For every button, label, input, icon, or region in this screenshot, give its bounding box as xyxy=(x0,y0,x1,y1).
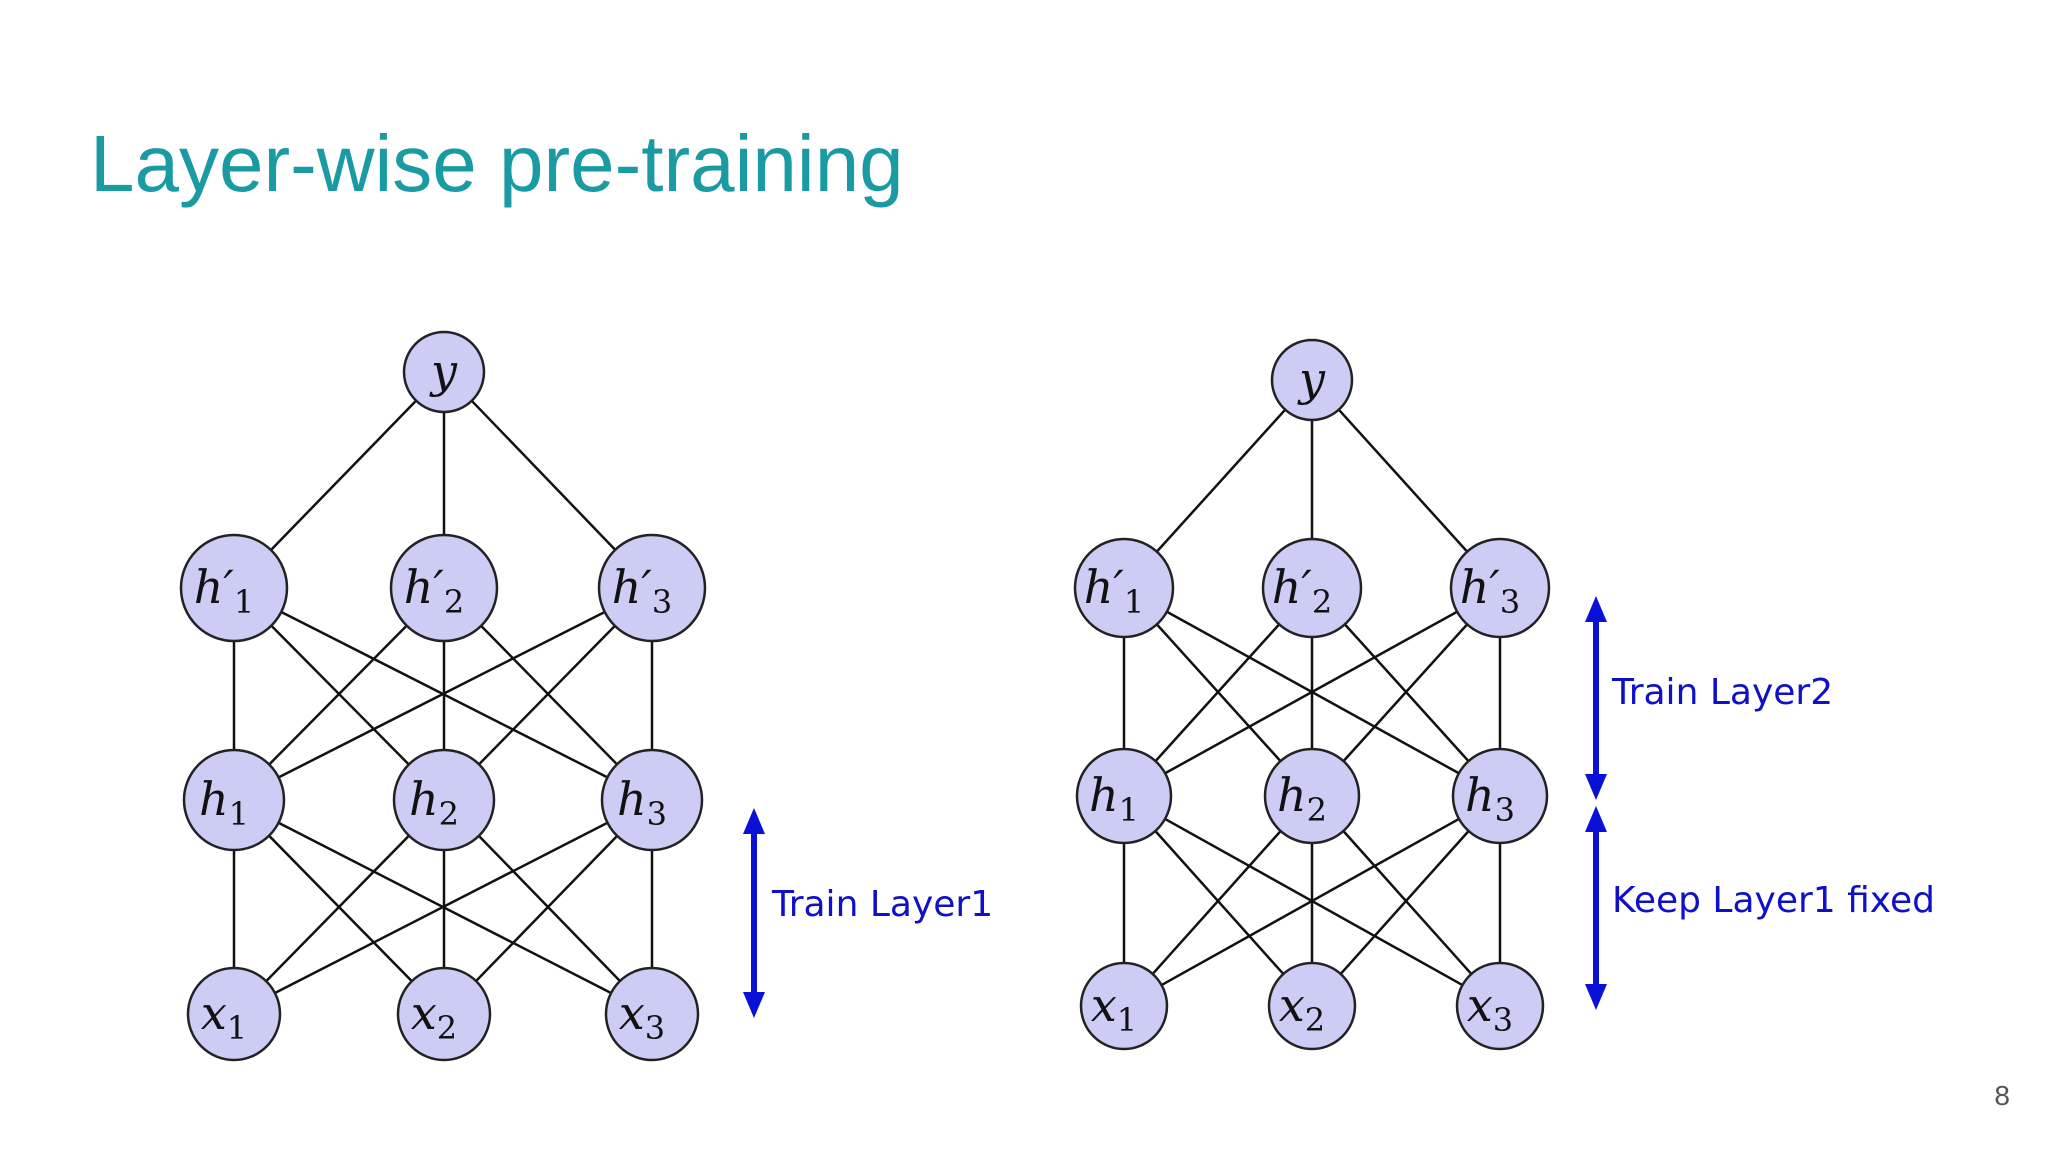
node-circle xyxy=(1075,747,1173,845)
keep-layer1-fixed-label: Keep Layer1 fixed xyxy=(1612,880,1935,921)
node-x3: x3 xyxy=(1455,961,1545,1051)
edge-hp3-h2 xyxy=(1342,623,1469,762)
node-circle xyxy=(392,748,496,852)
slide-title: Layer-wise pre-training xyxy=(90,119,904,208)
node-circle xyxy=(396,966,492,1062)
edge-hp3-h1 xyxy=(1164,610,1458,775)
page-number: 8 xyxy=(1994,1080,2010,1111)
node-label: h1 xyxy=(1089,768,1139,829)
node-label: x3 xyxy=(619,986,665,1047)
node-x2: x2 xyxy=(396,966,492,1062)
node-circle xyxy=(1267,961,1357,1051)
node-h1: h1 xyxy=(1075,747,1173,845)
node-circle xyxy=(1455,961,1545,1051)
node-h1: h1 xyxy=(182,748,286,852)
node-x2: x2 xyxy=(1267,961,1357,1051)
node-label: h′3 xyxy=(612,560,672,621)
edge-h1-x2 xyxy=(268,834,413,983)
node-circle xyxy=(389,533,499,643)
node-label: y xyxy=(1297,352,1326,406)
train-layer2-arrow xyxy=(1585,596,1607,800)
node-label: h3 xyxy=(617,772,667,833)
edge-hp2-h1 xyxy=(268,624,408,766)
node-hp2: h′2 xyxy=(389,533,499,643)
node-x3: x3 xyxy=(604,966,700,1062)
node-circle xyxy=(1079,961,1169,1051)
edge-h2-x1 xyxy=(1151,830,1282,975)
node-circle xyxy=(186,966,282,1062)
node-label: h′1 xyxy=(194,560,254,621)
node-y: y xyxy=(402,330,486,414)
edge-hp3-h1 xyxy=(278,610,606,779)
edge-h3-x2 xyxy=(1339,830,1470,975)
edge-hp1-h2 xyxy=(270,624,410,766)
edges xyxy=(232,399,654,995)
edge-h3-x1 xyxy=(274,821,609,995)
node-label: h3 xyxy=(1465,768,1515,829)
network-diagram-layer2: y h′1 h′2 h′3 h1 h2 h3 x1 x2 x3 xyxy=(1073,338,1551,1051)
node-x1: x1 xyxy=(186,966,282,1062)
node-label: x3 xyxy=(1467,978,1513,1039)
edge-y-hp1 xyxy=(270,399,418,551)
node-h2: h2 xyxy=(392,748,496,852)
node-label: x1 xyxy=(1091,978,1137,1039)
keep-layer1-fixed-arrow xyxy=(1585,806,1607,1010)
edge-h1-x3 xyxy=(1164,817,1464,987)
node-label: h2 xyxy=(1277,768,1327,829)
node-label: h1 xyxy=(199,772,249,833)
edge-h2-x3 xyxy=(477,834,621,982)
node-x1: x1 xyxy=(1079,961,1169,1051)
node-circle xyxy=(1449,537,1551,639)
node-circle xyxy=(1073,537,1175,639)
edges xyxy=(1122,408,1502,987)
node-hp2: h′2 xyxy=(1261,537,1363,639)
node-hp1: h′1 xyxy=(1073,537,1175,639)
node-circle xyxy=(402,330,486,414)
edge-h2-x1 xyxy=(265,834,410,983)
node-hp3: h′3 xyxy=(1449,537,1551,639)
edge-hp2-h1 xyxy=(1154,623,1281,762)
node-circle xyxy=(182,748,286,852)
node-y: y xyxy=(1270,338,1354,422)
node-label: h′1 xyxy=(1084,560,1144,621)
node-circle xyxy=(1261,537,1363,639)
train-layer1-label: Train Layer1 xyxy=(771,884,993,925)
edge-y-hp1 xyxy=(1155,408,1287,553)
node-circle xyxy=(179,533,289,643)
edge-h2-x3 xyxy=(1342,830,1473,975)
train-layer2-label: Train Layer2 xyxy=(1611,672,1833,713)
node-label: h′2 xyxy=(1272,560,1332,621)
node-circle xyxy=(600,748,704,852)
train-layer1-arrow xyxy=(743,808,765,1018)
node-label: h′2 xyxy=(404,560,464,621)
node-circle xyxy=(604,966,700,1062)
network-diagram-layer1: y h′1 h′2 h′3 h1 h2 h3 x1 x2 x3 xyxy=(179,330,707,1062)
edge-h3-x2 xyxy=(475,834,619,982)
edge-y-hp3 xyxy=(470,399,617,551)
node-label: x1 xyxy=(201,986,247,1047)
node-label: x2 xyxy=(411,986,457,1047)
node-h3: h3 xyxy=(600,748,704,852)
node-hp1: h′1 xyxy=(179,533,289,643)
edge-hp2-h3 xyxy=(480,624,618,766)
node-h3: h3 xyxy=(1451,747,1549,845)
node-h2: h2 xyxy=(1263,747,1361,845)
node-hp3: h′3 xyxy=(597,533,707,643)
edge-h1-x2 xyxy=(1154,830,1285,975)
node-circle xyxy=(1263,747,1361,845)
node-circle xyxy=(597,533,707,643)
node-label: y xyxy=(429,344,458,398)
node-label: h′3 xyxy=(1460,560,1520,621)
node-label: x2 xyxy=(1279,978,1325,1039)
edge-h3-x1 xyxy=(1160,817,1460,987)
edge-hp3-h2 xyxy=(478,624,616,766)
node-circle xyxy=(1451,747,1549,845)
edge-y-hp3 xyxy=(1337,408,1469,553)
node-circle xyxy=(1270,338,1354,422)
node-label: h2 xyxy=(409,772,459,833)
